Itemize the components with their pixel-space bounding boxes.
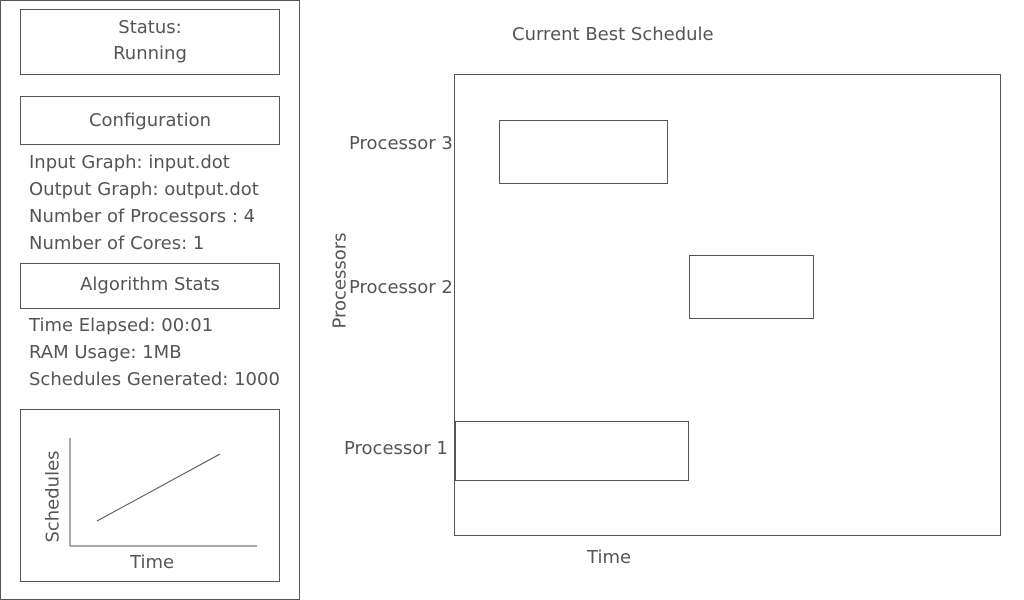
- input-graph-text: Input Graph: input.dot: [29, 152, 230, 173]
- configuration-title: Configuration: [88, 110, 212, 131]
- cores-count-text: Number of Cores: 1: [29, 233, 205, 254]
- mini-chart-trend-line: [96, 453, 221, 522]
- mini-chart-x-label: Time: [130, 552, 175, 573]
- time-axis-label: Time: [587, 547, 632, 568]
- status-box: Status: Running: [20, 9, 280, 75]
- algorithm-stats-box: Algorithm Stats: [20, 263, 280, 309]
- schedule-chart: [454, 74, 1001, 536]
- mini-chart-y-label: Schedules: [42, 450, 64, 543]
- time-elapsed-text: Time Elapsed: 00:01: [29, 315, 214, 336]
- processor-2-task: [689, 255, 814, 319]
- algorithm-stats-title: Algorithm Stats: [80, 274, 220, 295]
- schedules-generated-text: Schedules Generated: 1000: [29, 369, 280, 390]
- processor-1-label: Processor 1: [344, 438, 448, 459]
- configuration-box: Configuration: [20, 96, 280, 145]
- schedules-mini-chart: Schedules Time: [20, 409, 280, 582]
- status-label: Status:: [118, 17, 182, 38]
- sidebar-panel: Status: Running Configuration Input Grap…: [0, 0, 300, 600]
- schedule-title: Current Best Schedule: [512, 24, 714, 45]
- mini-chart-plot: [69, 438, 257, 547]
- processor-3-label: Processor 3: [349, 133, 453, 154]
- ram-usage-text: RAM Usage: 1MB: [29, 342, 182, 363]
- processor-3-task: [499, 120, 668, 184]
- processor-2-label: Processor 2: [349, 277, 453, 298]
- status-value: Running: [113, 43, 187, 64]
- processors-axis-label: Processors: [329, 232, 351, 329]
- output-graph-text: Output Graph: output.dot: [29, 179, 259, 200]
- processors-count-text: Number of Processors : 4: [29, 206, 256, 227]
- processor-1-task: [455, 421, 689, 481]
